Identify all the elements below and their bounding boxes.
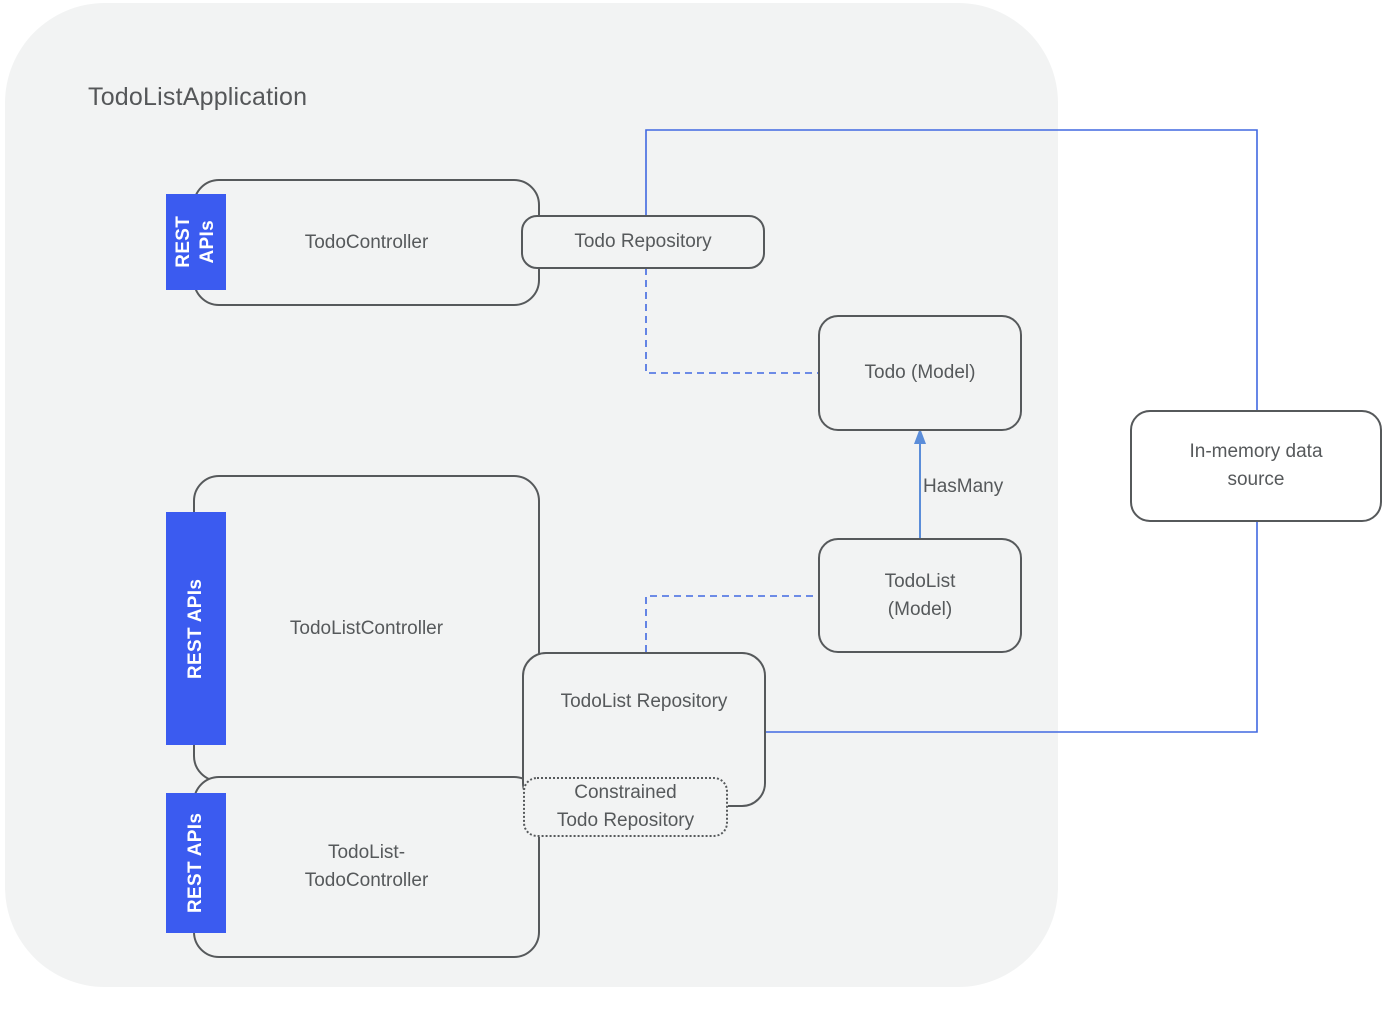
- node-label-in-memory-data-source: In-memory data source: [1189, 441, 1323, 490]
- node-todo-model[interactable]: Todo (Model): [818, 315, 1022, 431]
- rest-apis-label: REST APIs: [185, 578, 207, 679]
- page-title: TodoListApplication: [88, 83, 308, 111]
- node-todolist-todo-controller[interactable]: TodoList- TodoController: [193, 776, 540, 958]
- node-label-todolist-model: TodoList (Model): [884, 570, 956, 620]
- rest-apis-label: REST APIs: [173, 216, 218, 268]
- node-label-todo-repository: Todo Repository: [574, 231, 712, 253]
- node-todolist-controller[interactable]: TodoListController: [193, 475, 540, 782]
- node-constrained-todo-repository[interactable]: Constrained Todo Repository: [523, 777, 728, 837]
- node-label-todolist-repository: TodoList Repository: [560, 690, 728, 712]
- node-label-todo-controller: TodoController: [304, 231, 429, 253]
- node-todo-repository[interactable]: Todo Repository: [521, 215, 765, 269]
- node-label-constrained-todo-repository: Constrained Todo Repository: [556, 782, 695, 831]
- node-label-todo-model: Todo (Model): [864, 362, 976, 384]
- edge-label-hasmany: HasMany: [923, 476, 1004, 497]
- node-todo-controller[interactable]: TodoController: [193, 179, 540, 306]
- node-label-todolist-controller: TodoListController: [289, 617, 444, 639]
- node-in-memory-data-source[interactable]: In-memory data source: [1130, 410, 1382, 522]
- rest-apis-tag-todo-controller: REST APIs: [166, 194, 226, 290]
- rest-apis-tag-todolist-todo-controller: REST APIs: [166, 793, 226, 933]
- node-todolist-model[interactable]: TodoList (Model): [818, 538, 1022, 653]
- rest-apis-tag-todolist-controller: REST APIs: [166, 512, 226, 745]
- node-label-todolist-todo-controller: TodoList- TodoController: [304, 842, 429, 891]
- rest-apis-label: REST APIs: [185, 812, 207, 914]
